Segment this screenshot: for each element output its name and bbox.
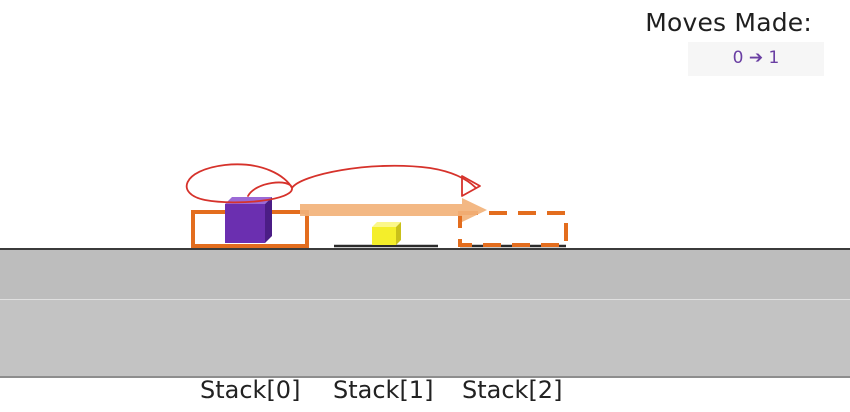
moves-made-panel: 0 ➔ 1 (688, 42, 824, 76)
moves-made-value: 0 ➔ 1 (732, 48, 780, 68)
stack-1-label: Stack[1] (333, 376, 434, 404)
purple-block (225, 197, 272, 243)
annotation-arrowhead (461, 175, 481, 197)
yellow-block (372, 222, 401, 245)
move-arrow (300, 198, 487, 222)
moves-made-title: Moves Made: (645, 8, 812, 37)
target-stack-highlight (458, 211, 568, 247)
stack-2-label: Stack[2] (462, 376, 563, 404)
annotation-stroke (185, 163, 477, 204)
stack-0-label: Stack[0] (200, 376, 301, 404)
shelf-lower (0, 299, 850, 378)
